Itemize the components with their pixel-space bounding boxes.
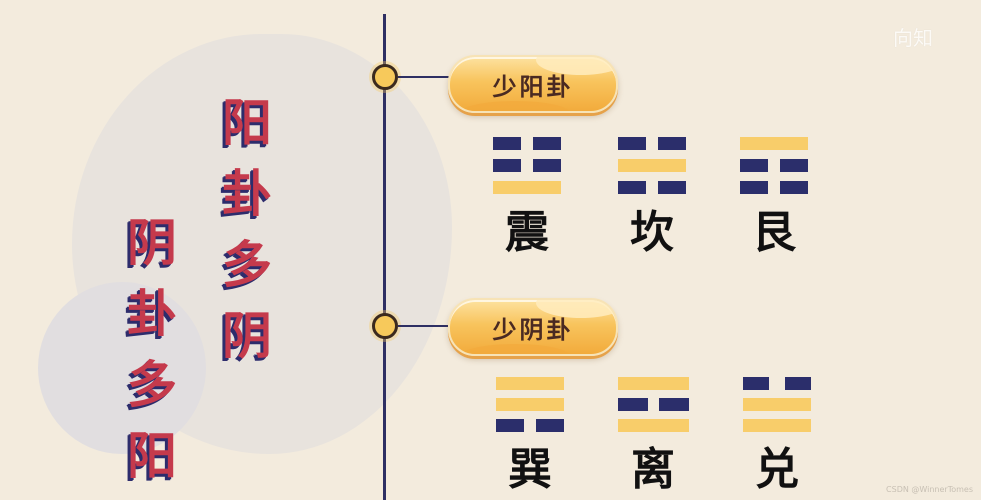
trigram-label: 巽: [508, 444, 552, 495]
branch-connector: [398, 76, 450, 78]
branch-connector: [398, 325, 450, 327]
yin-trigrams-title: 阴 卦 多 阳: [127, 208, 177, 492]
background-blob-small: [38, 282, 206, 454]
trigram-gen: [740, 137, 808, 203]
trigram-zhen: [493, 137, 561, 203]
trigram-xun: [496, 377, 564, 441]
branch-pill-shaoyang: 少阳卦: [448, 55, 618, 113]
title-char: 阳: [127, 427, 177, 485]
branch-node-shaoyang: [372, 64, 398, 90]
branch-label: 少阴卦: [492, 315, 574, 344]
title-char: 阴: [222, 307, 272, 365]
title-char: 多: [127, 356, 177, 414]
timeline-spine: [383, 14, 386, 500]
title-char: 阳: [222, 94, 272, 152]
trigram-kan: [618, 137, 686, 203]
watermark-bottom: CSDN @WinnerTomes: [886, 485, 973, 494]
yang-trigrams-title: 阳 卦 多 阴: [222, 88, 272, 372]
trigram-label: 坎: [630, 207, 674, 258]
title-char: 卦: [127, 285, 177, 343]
title-char: 多: [222, 236, 272, 294]
watermark-top: 向知: [893, 26, 933, 50]
trigram-label: 兑: [755, 444, 799, 495]
trigram-dui: [743, 377, 811, 441]
trigram-label: 艮: [752, 207, 796, 258]
trigram-label: 离: [631, 444, 675, 495]
title-char: 阴: [127, 214, 177, 272]
branch-pill-shaoyin: 少阴卦: [448, 298, 618, 356]
branch-node-shaoyin: [372, 313, 398, 339]
branch-label: 少阳卦: [492, 72, 574, 101]
title-char: 卦: [222, 165, 272, 223]
trigram-li: [618, 377, 689, 441]
trigram-label: 震: [505, 207, 549, 258]
